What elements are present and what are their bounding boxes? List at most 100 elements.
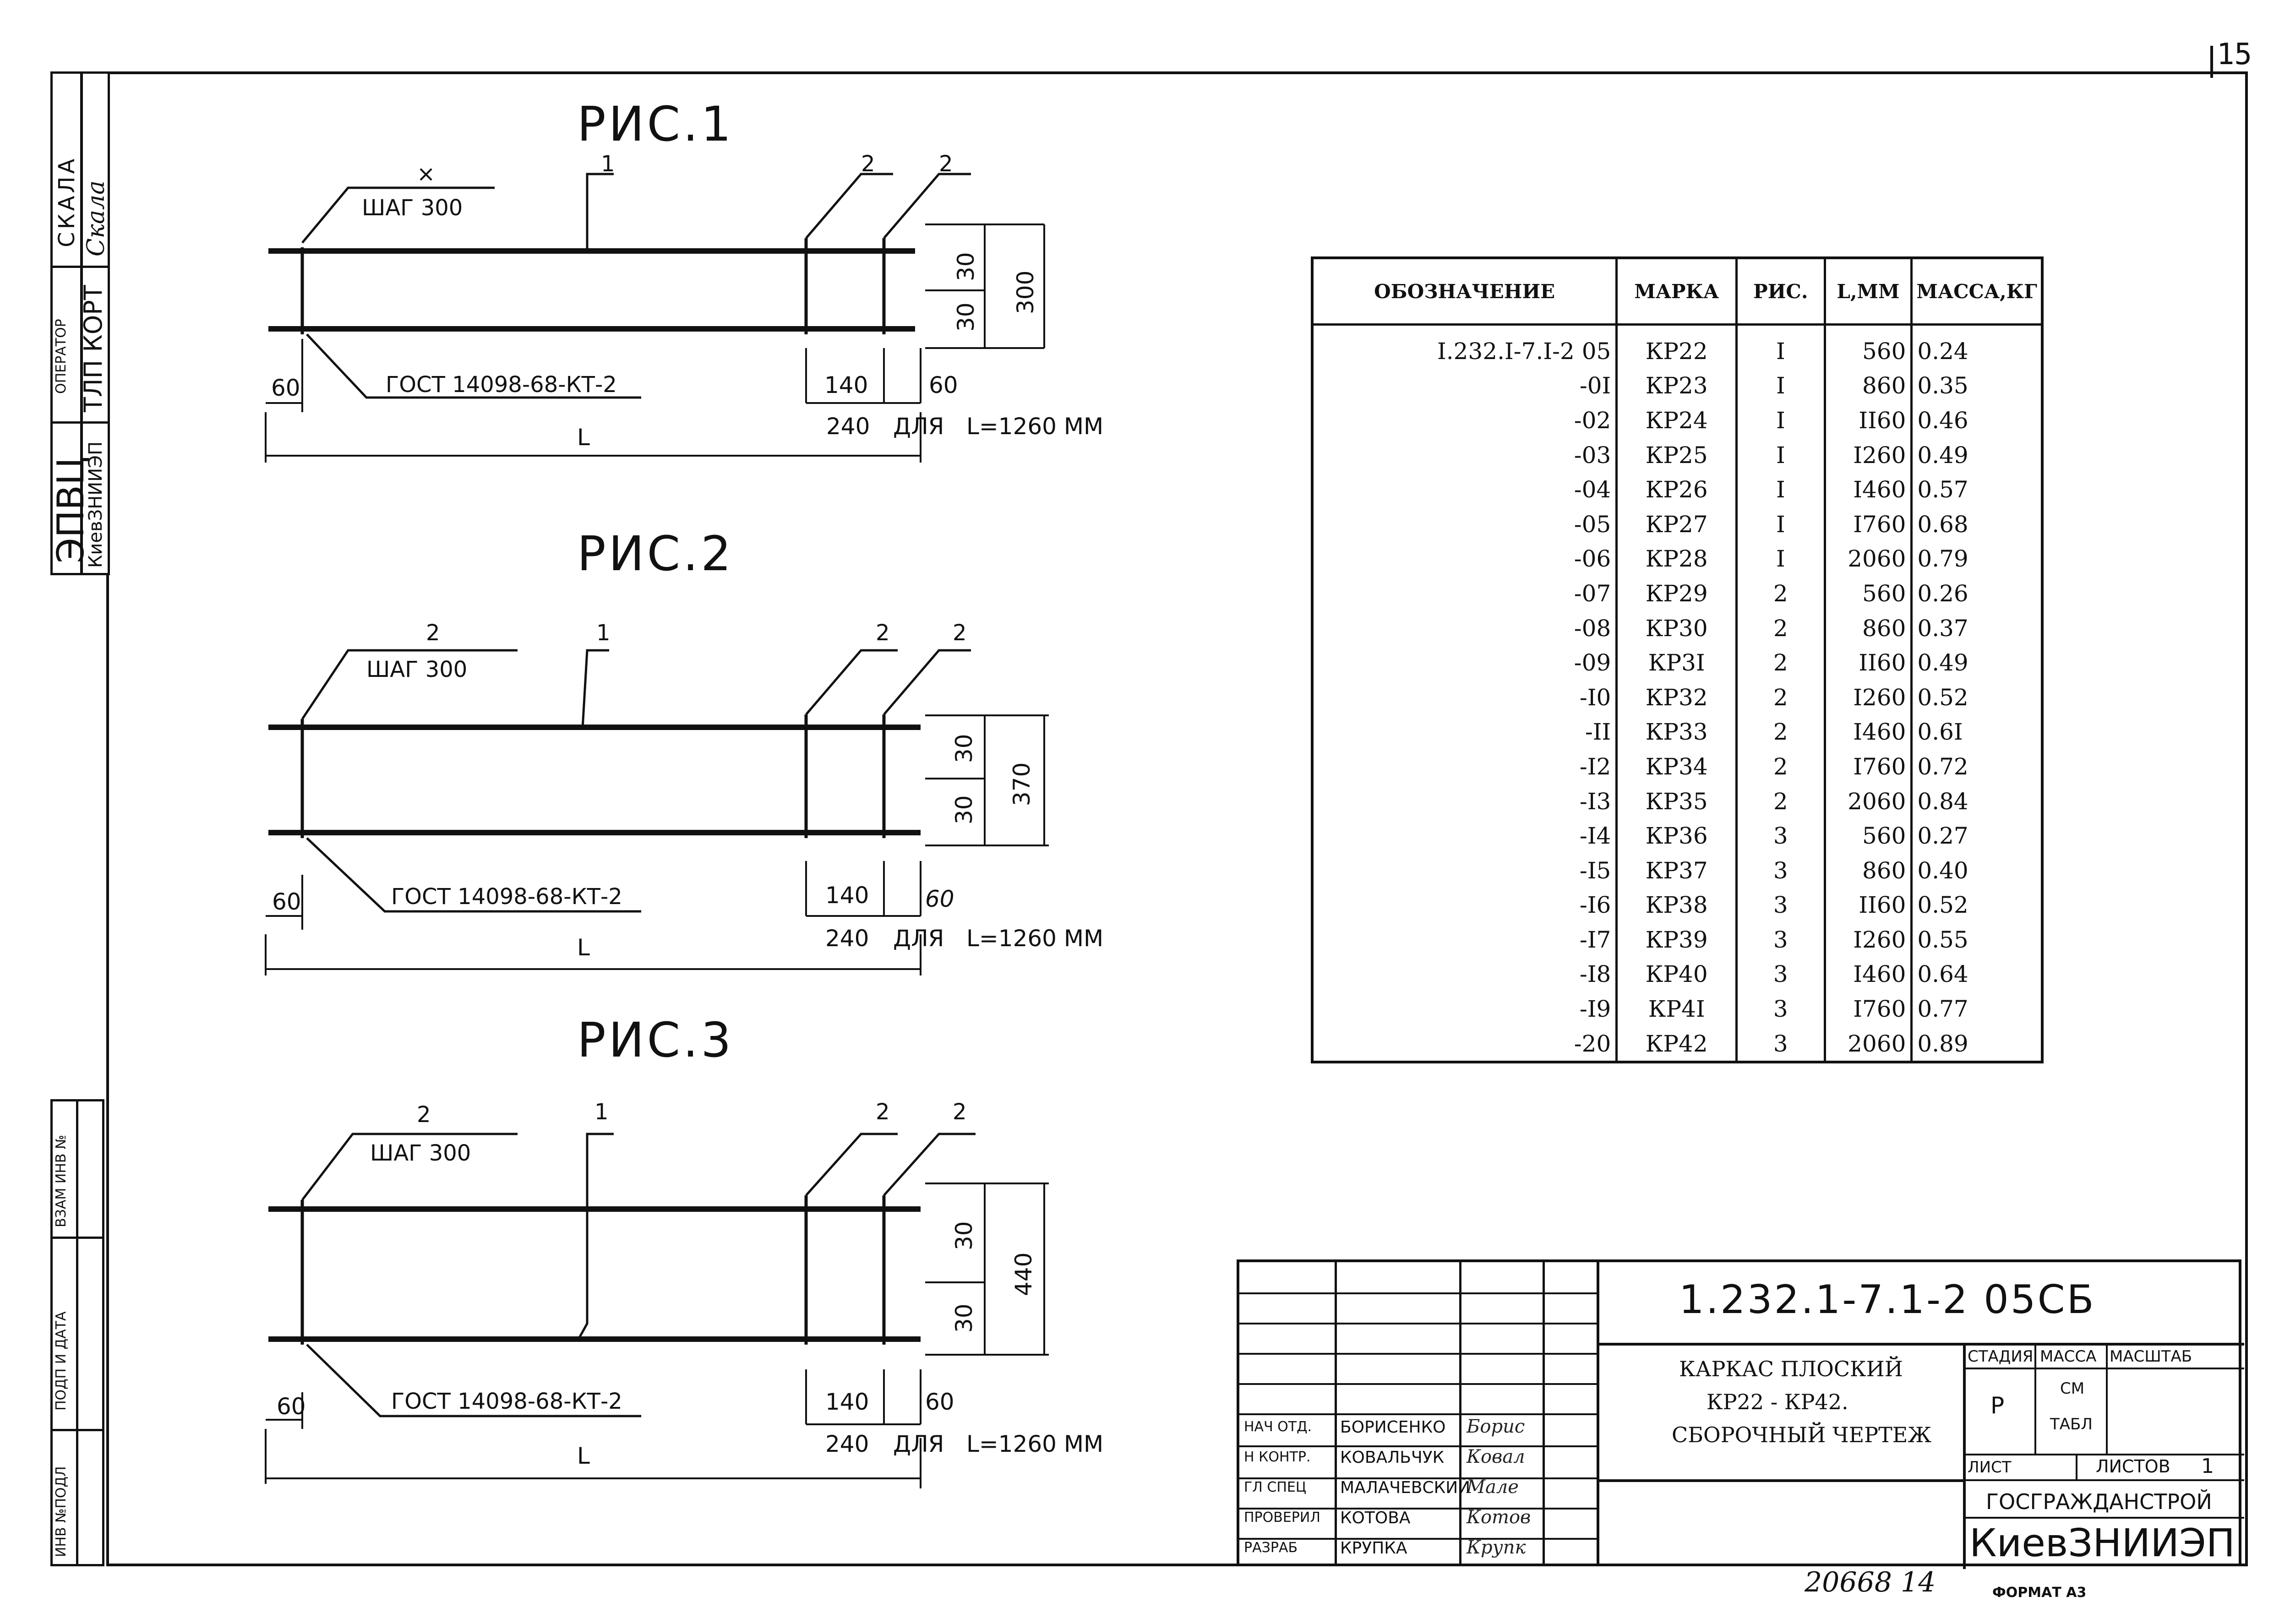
spec-cell-length: II60 bbox=[1823, 888, 1912, 923]
spec-cell-figure: 3 bbox=[1735, 1026, 1825, 1061]
spec-cell-figure: I bbox=[1735, 541, 1825, 577]
spec-cell-mark: КР33 bbox=[1615, 714, 1737, 750]
org-line-2: КиевЗНИИЭП bbox=[1969, 1520, 2235, 1565]
role-person-name: КОТОВА bbox=[1340, 1509, 1411, 1527]
role-label: РАЗРАБ bbox=[1244, 1540, 1298, 1556]
spec-cell-mass: 0.49 bbox=[1910, 437, 2041, 473]
drawing-code: 1.232.1-7.1-2 05СБ bbox=[1679, 1277, 2096, 1323]
spec-cell-length: I760 bbox=[1823, 507, 1912, 542]
figure-1-step: ШАГ 300 bbox=[362, 195, 463, 221]
spec-cell-mass: 0.35 bbox=[1910, 368, 2041, 403]
figure-3-step-mark: 2 bbox=[417, 1102, 431, 1128]
spec-header-designation: ОБОЗНАЧЕНИЕ bbox=[1314, 259, 1617, 326]
figure-2-end-mark-b: 2 bbox=[953, 620, 967, 646]
spec-cell-designation: -II bbox=[1585, 719, 1611, 746]
figure-2-step-mark: 2 bbox=[426, 620, 440, 646]
spec-cell-mark: КР22 bbox=[1615, 324, 1737, 369]
spec-cell-length: 560 bbox=[1823, 576, 1912, 611]
spec-cell-mass: 0.57 bbox=[1910, 472, 2041, 507]
spec-cell-mark: КР27 bbox=[1615, 507, 1737, 542]
figure-3-step: ШАГ 300 bbox=[370, 1140, 471, 1166]
spec-cell-figure: 2 bbox=[1735, 610, 1825, 646]
figure-3-dim-l-spec: L=1260 ММ bbox=[966, 1431, 1104, 1457]
figure-3-end-mark-b: 2 bbox=[953, 1099, 967, 1125]
spec-cell-mark: КР28 bbox=[1615, 541, 1737, 577]
role-person-name: БОРИСЕНКО bbox=[1340, 1418, 1446, 1437]
drawing-name-line-3: СБОРОЧНЫЙ ЧЕРТЕЖ bbox=[1672, 1422, 1932, 1447]
role-signature: Ковал bbox=[1467, 1446, 1525, 1467]
figure-2-dim-240: 240 bbox=[825, 925, 869, 952]
spec-cell-mass: 0.79 bbox=[1910, 541, 2041, 577]
spec-cell-designation: -I0 bbox=[1579, 684, 1611, 711]
spec-cell-length: II60 bbox=[1823, 645, 1912, 680]
figure-3-dim-height: 440 bbox=[1010, 1252, 1037, 1296]
role-person-name: КРУПКА bbox=[1340, 1539, 1407, 1558]
spec-cell-mark: КР3I bbox=[1615, 645, 1737, 680]
figure-1-step-mark: × bbox=[417, 161, 436, 187]
spec-cell-mark: КР35 bbox=[1615, 784, 1737, 819]
spec-header-mark: МАРКА bbox=[1615, 259, 1737, 326]
role-person-name: МАЛАЧЕВСКИЙ bbox=[1340, 1478, 1471, 1497]
spec-cell-figure: 3 bbox=[1735, 853, 1825, 888]
spec-cell-designation: -07 bbox=[1574, 580, 1611, 607]
spec-cell-figure: 3 bbox=[1735, 922, 1825, 957]
role-signature: Мале bbox=[1467, 1477, 1519, 1498]
spec-cell-mass: 0.37 bbox=[1910, 610, 2041, 646]
title-block: 1.232.1-7.1-2 05СБ КАРКАС ПЛОСКИЙ КР22 -… bbox=[1237, 1259, 2244, 1569]
spec-cell-length: I460 bbox=[1823, 472, 1912, 507]
spec-cell-mark: КР30 bbox=[1615, 610, 1737, 646]
spec-cell-mark: КР42 bbox=[1615, 1026, 1737, 1061]
spec-cell-length: 560 bbox=[1823, 324, 1912, 369]
spec-cell-mass: 0.84 bbox=[1910, 784, 2041, 819]
spec-cell-figure: 2 bbox=[1735, 680, 1825, 715]
org-line-1: ГОСГРАЖДАНСТРОЙ bbox=[1986, 1489, 2212, 1514]
figure-1-dim-240: 240 bbox=[826, 413, 870, 440]
sheet-label: ЛИСТ bbox=[1968, 1458, 2012, 1477]
figure-2-end-mark-a: 2 bbox=[876, 620, 890, 646]
role-label: НАЧ ОТД. bbox=[1244, 1419, 1312, 1435]
spec-header-row: ОБОЗНАЧЕНИЕ МАРКА РИС. L,ММ МАССА,КГ bbox=[1314, 259, 2041, 326]
spec-cell-mass: 0.6I bbox=[1910, 714, 2041, 750]
spec-cell-designation: -I5 bbox=[1579, 857, 1611, 884]
spec-cell-mark: КР39 bbox=[1615, 922, 1737, 957]
figure-2-dim-60: 60 bbox=[925, 886, 954, 912]
spec-cell-mass: 0.72 bbox=[1910, 749, 2041, 784]
figure-3-main-mark: 1 bbox=[594, 1099, 609, 1125]
spec-cell-designation: -03 bbox=[1574, 441, 1611, 469]
figure-3-dim-30-bottom: 30 bbox=[951, 1303, 977, 1333]
spec-cell-length: I260 bbox=[1823, 680, 1912, 715]
sheet-format: ФОРМАТ А3 bbox=[1992, 1585, 2087, 1601]
spec-cell-mass: 0.27 bbox=[1910, 818, 2041, 853]
spec-cell-length: I460 bbox=[1823, 714, 1912, 750]
spec-cell-mark: КР26 bbox=[1615, 472, 1737, 507]
spec-cell-designation: I.232.I-7.I-2 05 bbox=[1437, 338, 1611, 365]
figure-1-end-mark-b: 2 bbox=[939, 151, 953, 177]
spec-cell-designation: -I6 bbox=[1579, 892, 1611, 919]
spec-cell-figure: 2 bbox=[1735, 645, 1825, 680]
spec-cell-mark: КР40 bbox=[1615, 957, 1737, 992]
spec-cell-mass: 0.24 bbox=[1910, 324, 2041, 369]
figure-3-dim-60: 60 bbox=[925, 1389, 954, 1415]
spec-cell-length: II60 bbox=[1823, 403, 1912, 438]
figure-3-end-mark-a: 2 bbox=[876, 1099, 890, 1125]
spec-cell-designation: -05 bbox=[1574, 511, 1611, 538]
figure-2-dim-total: L bbox=[577, 934, 590, 961]
drawing-name-line-2: КР22 - КР42. bbox=[1707, 1390, 1848, 1414]
spec-cell-mass: 0.64 bbox=[1910, 957, 2041, 992]
spec-cell-designation: -I4 bbox=[1579, 823, 1611, 850]
sheet-number: 15 bbox=[2217, 38, 2252, 71]
figure-2-gost: ГОСТ 14098-68-КТ-2 bbox=[391, 884, 622, 910]
figure-3-gost: ГОСТ 14098-68-КТ-2 bbox=[391, 1389, 622, 1414]
